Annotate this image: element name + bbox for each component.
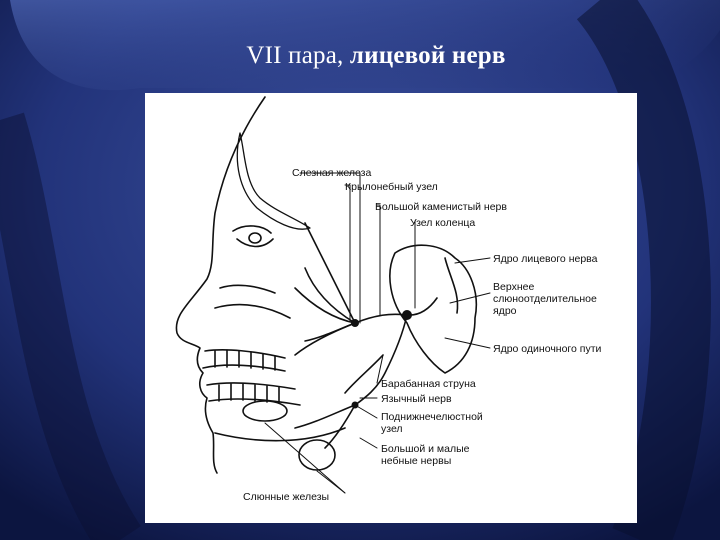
submandibular-ganglion-node xyxy=(351,401,359,409)
label-lacrimal-gland: Слезная железа xyxy=(292,167,372,179)
label-geniculate-ganglion: Узел коленца xyxy=(410,217,476,229)
brainstem-outline xyxy=(389,244,478,374)
label-chorda-tympani: Барабанная струна xyxy=(381,378,476,390)
facial-nerve-diagram: Слезная железа Крылонебный узел Большой … xyxy=(145,93,637,523)
slide-title-plain: VII пара, xyxy=(246,42,350,69)
greater-petrosal-nerve-path xyxy=(354,297,438,324)
pterygopalatine-ganglion-node xyxy=(351,319,359,327)
chorda-tympani-path xyxy=(344,354,384,394)
label-solitary-nucleus: Ядро одиночного пути xyxy=(493,343,602,355)
facial-nerve-trunk xyxy=(354,314,408,406)
sublingual-gland-shape xyxy=(298,439,336,471)
lingual-nerve-path xyxy=(294,404,356,429)
label-pterygopalatine-ganglion: Крылонебный узел xyxy=(345,181,438,193)
slide-title-bold: лицевой нерв xyxy=(349,42,506,69)
label-lingual-nerve: Язычный нерв xyxy=(381,393,452,405)
label-greater-petrosal-nerve: Большой каменистый нерв xyxy=(375,201,507,213)
label-salivary-glands: Слюнные железы xyxy=(243,491,330,503)
head-anatomy-drawing xyxy=(175,96,491,494)
label-palatine-nerves: Большой и малые небные нервы xyxy=(381,443,470,467)
label-submandibular-ganglion: Поднижнечелюстной узел xyxy=(381,411,483,435)
label-superior-salivatory-nucleus: Верхнее слюноотделительное ядро xyxy=(493,281,597,317)
face-profile-outline xyxy=(175,96,266,474)
lacrimal-gland-shape xyxy=(236,132,311,230)
submandibular-gland-shape xyxy=(242,400,288,422)
label-facial-nucleus: Ядро лицевого нерва xyxy=(493,253,598,265)
slide-title: VII пара, лицевой нерв xyxy=(0,42,720,70)
geniculate-ganglion-node xyxy=(402,310,412,320)
